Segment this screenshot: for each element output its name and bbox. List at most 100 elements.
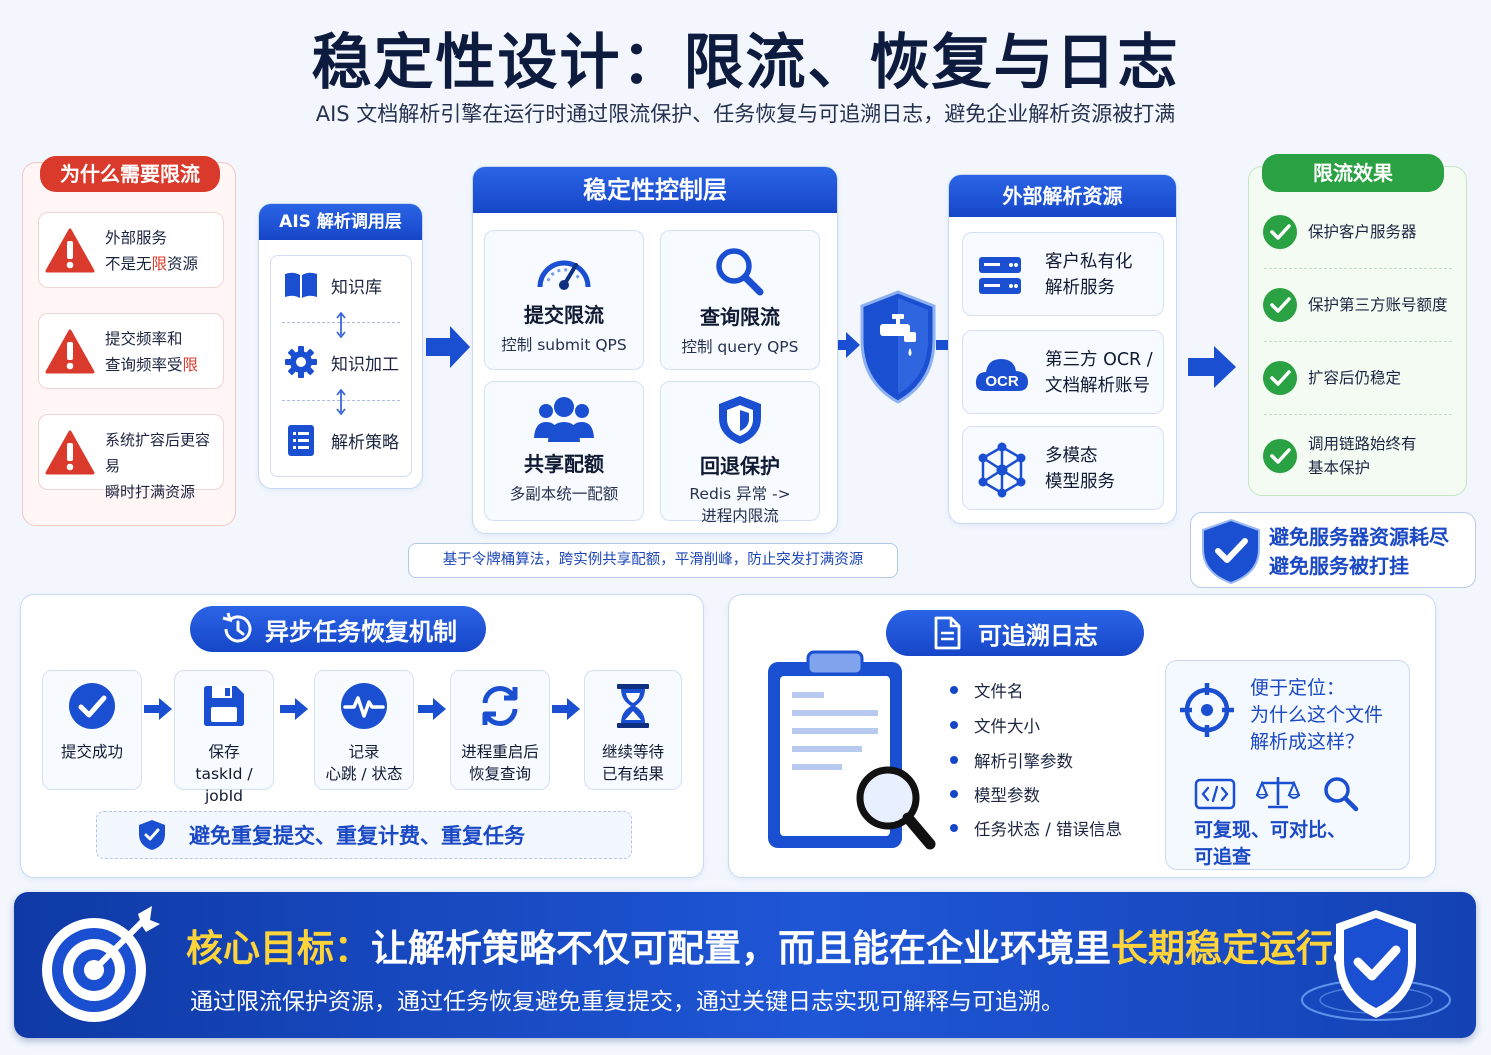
ais-item-processing: 知识加工: [283, 342, 413, 382]
log-item-label: 文件名: [974, 682, 1024, 701]
ais-item-label: 知识库: [331, 277, 382, 298]
locate-benefits2: 可追查: [1194, 846, 1252, 868]
external-line2: 文档解析账号: [1045, 376, 1150, 396]
control-box-title: 提交限流: [524, 303, 604, 327]
network-icon: [978, 442, 1026, 498]
ais-item-knowledge: 知识库: [283, 265, 413, 305]
locate-benefits: 可复现、可对比、: [1194, 819, 1347, 841]
effect-item: 扩容后仍稳定: [1262, 360, 1458, 396]
async-step-label: 进程重启后: [461, 743, 539, 761]
warning-icon: [45, 329, 95, 374]
why-line1: 系统扩容后更容易: [105, 431, 211, 475]
check-circle-icon: [1263, 215, 1297, 249]
control-box-desc: 多副本统一配额: [509, 485, 619, 503]
why-item: 提交频率和查询频率受限: [38, 313, 224, 389]
log-item-label: 任务状态 / 错误信息: [974, 820, 1123, 839]
faucet-shield-icon: [860, 290, 936, 404]
why-line2-highlight: 限: [151, 255, 168, 273]
shield-check-icon: [1301, 910, 1451, 1021]
why-item: 外部服务不是无限资源: [38, 212, 224, 288]
check-circle-icon: [69, 683, 115, 729]
ais-item-label: 解析策略: [331, 432, 399, 453]
target-crosshair-icon: [1180, 683, 1234, 737]
core-goal-text: 让解析策略不仅可配置，而且能在企业环境里: [371, 927, 1111, 970]
locate-panel: 便于定位： 为什么这个文件 解析成这样？ 可复现、可对比、 可追查: [1165, 660, 1410, 870]
check-circle-icon: [1263, 288, 1297, 322]
core-goal-banner: [14, 892, 1476, 1038]
ais-item-strategy: 解析策略: [283, 420, 413, 460]
async-step-heartbeat: 记录心跳 / 状态: [314, 670, 414, 790]
effect-title: 限流效果: [1262, 154, 1444, 192]
why-line1: 外部服务: [105, 229, 168, 247]
async-step-label2: 心跳 / 状态: [325, 765, 403, 783]
token-bucket-note: 基于令牌桶算法，跨实例共享配额，平滑削峰，防止突发打满资源: [408, 543, 898, 578]
book-icon: [285, 272, 317, 298]
check-circle-icon: [1263, 439, 1297, 473]
why-line2-highlight: 限: [182, 356, 199, 374]
page-title: 稳定性设计：限流、恢复与日志: [311, 28, 1180, 98]
why-title: 为什么需要限流: [40, 156, 220, 192]
control-box-desc: 控制 query QPS: [681, 338, 799, 356]
arrow-down-icon: [336, 389, 346, 415]
log-item: 任务状态 / 错误信息: [950, 816, 1122, 840]
log-item-label: 模型参数: [974, 786, 1040, 805]
core-goal-label: 核心目标：: [186, 927, 371, 970]
async-title-label: 异步任务恢复机制: [265, 617, 457, 646]
divider: [1264, 414, 1452, 415]
log-item: 文件名: [950, 678, 1024, 702]
shield-check-icon: [139, 820, 165, 850]
effect-label-line2: 基本保护: [1308, 459, 1371, 477]
arrow-down-icon: [336, 312, 346, 338]
log-item: 模型参数: [950, 782, 1040, 806]
async-note: 避免重复提交、重复计费、重复任务: [96, 811, 632, 859]
control-box-title: 回退保护: [700, 454, 780, 478]
external-title: 外部解析资源: [949, 175, 1176, 217]
async-step-label2: 恢复查询: [468, 765, 531, 783]
why-line1: 提交频率和: [105, 330, 183, 348]
log-item: 解析引擎参数: [950, 748, 1073, 772]
async-step-restart-recover: 进程重启后恢复查询: [450, 670, 550, 790]
async-title: 异步任务恢复机制: [190, 606, 486, 652]
divider: [1264, 268, 1452, 269]
arrow-right-icon: [418, 698, 446, 720]
locate-question: 为什么这个文件: [1250, 704, 1384, 726]
effect-item: 保护第三方账号额度: [1262, 287, 1458, 323]
external-item-private: 客户私有化解析服务: [962, 232, 1164, 316]
ocr-label: OCR: [985, 373, 1019, 390]
log-title: 可追溯日志: [886, 610, 1144, 656]
ais-title: AIS 解析调用层: [259, 204, 422, 240]
async-step-label: 继续等待: [601, 743, 664, 761]
list-icon: [288, 425, 314, 456]
avoid-line1: 避免服务器资源耗尽: [1269, 525, 1449, 549]
why-item: 系统扩容后更容易瞬时打满资源: [38, 414, 224, 501]
hourglass-icon: [617, 684, 649, 728]
target-arrow-icon: [42, 906, 160, 1022]
speedometer-icon: [537, 260, 591, 290]
external-item-ocr: OCR 第三方 OCR /文档解析账号: [962, 330, 1164, 414]
locate-question2: 解析成这样？: [1250, 731, 1365, 753]
why-line2: 查询频率受: [105, 356, 183, 374]
external-line2: 模型服务: [1045, 472, 1115, 492]
external-line1: 多模态: [1045, 446, 1098, 466]
document-icon: [934, 616, 961, 650]
ais-item-label: 知识加工: [331, 354, 399, 375]
async-note-label: 避免重复提交、重复计费、重复任务: [189, 824, 525, 848]
refresh-icon: [482, 685, 518, 727]
why-line2: 不是无: [105, 255, 152, 273]
effect-item: 保护客户服务器: [1262, 214, 1458, 250]
control-box-title: 查询限流: [700, 305, 780, 329]
search-icon: [1324, 777, 1359, 812]
control-box-submit-limit: 提交限流 控制 submit QPS: [484, 230, 644, 370]
effect-label: 扩容后仍稳定: [1308, 369, 1402, 387]
code-icon: [1194, 778, 1236, 810]
arrow-right-icon: [426, 326, 470, 368]
control-box-desc: Redis 异常 ->: [689, 485, 791, 503]
effect-label: 调用链路始终有: [1308, 435, 1417, 453]
log-item: 文件大小: [950, 713, 1040, 737]
why-line2-end: 资源: [167, 255, 199, 273]
effect-label: 保护第三方账号额度: [1308, 296, 1448, 314]
async-step-label: 提交成功: [60, 743, 123, 761]
external-item-multimodal: 多模态模型服务: [962, 426, 1164, 510]
async-step-wait-result: 继续等待已有结果: [584, 670, 682, 790]
locate-title: 便于定位：: [1250, 677, 1346, 699]
